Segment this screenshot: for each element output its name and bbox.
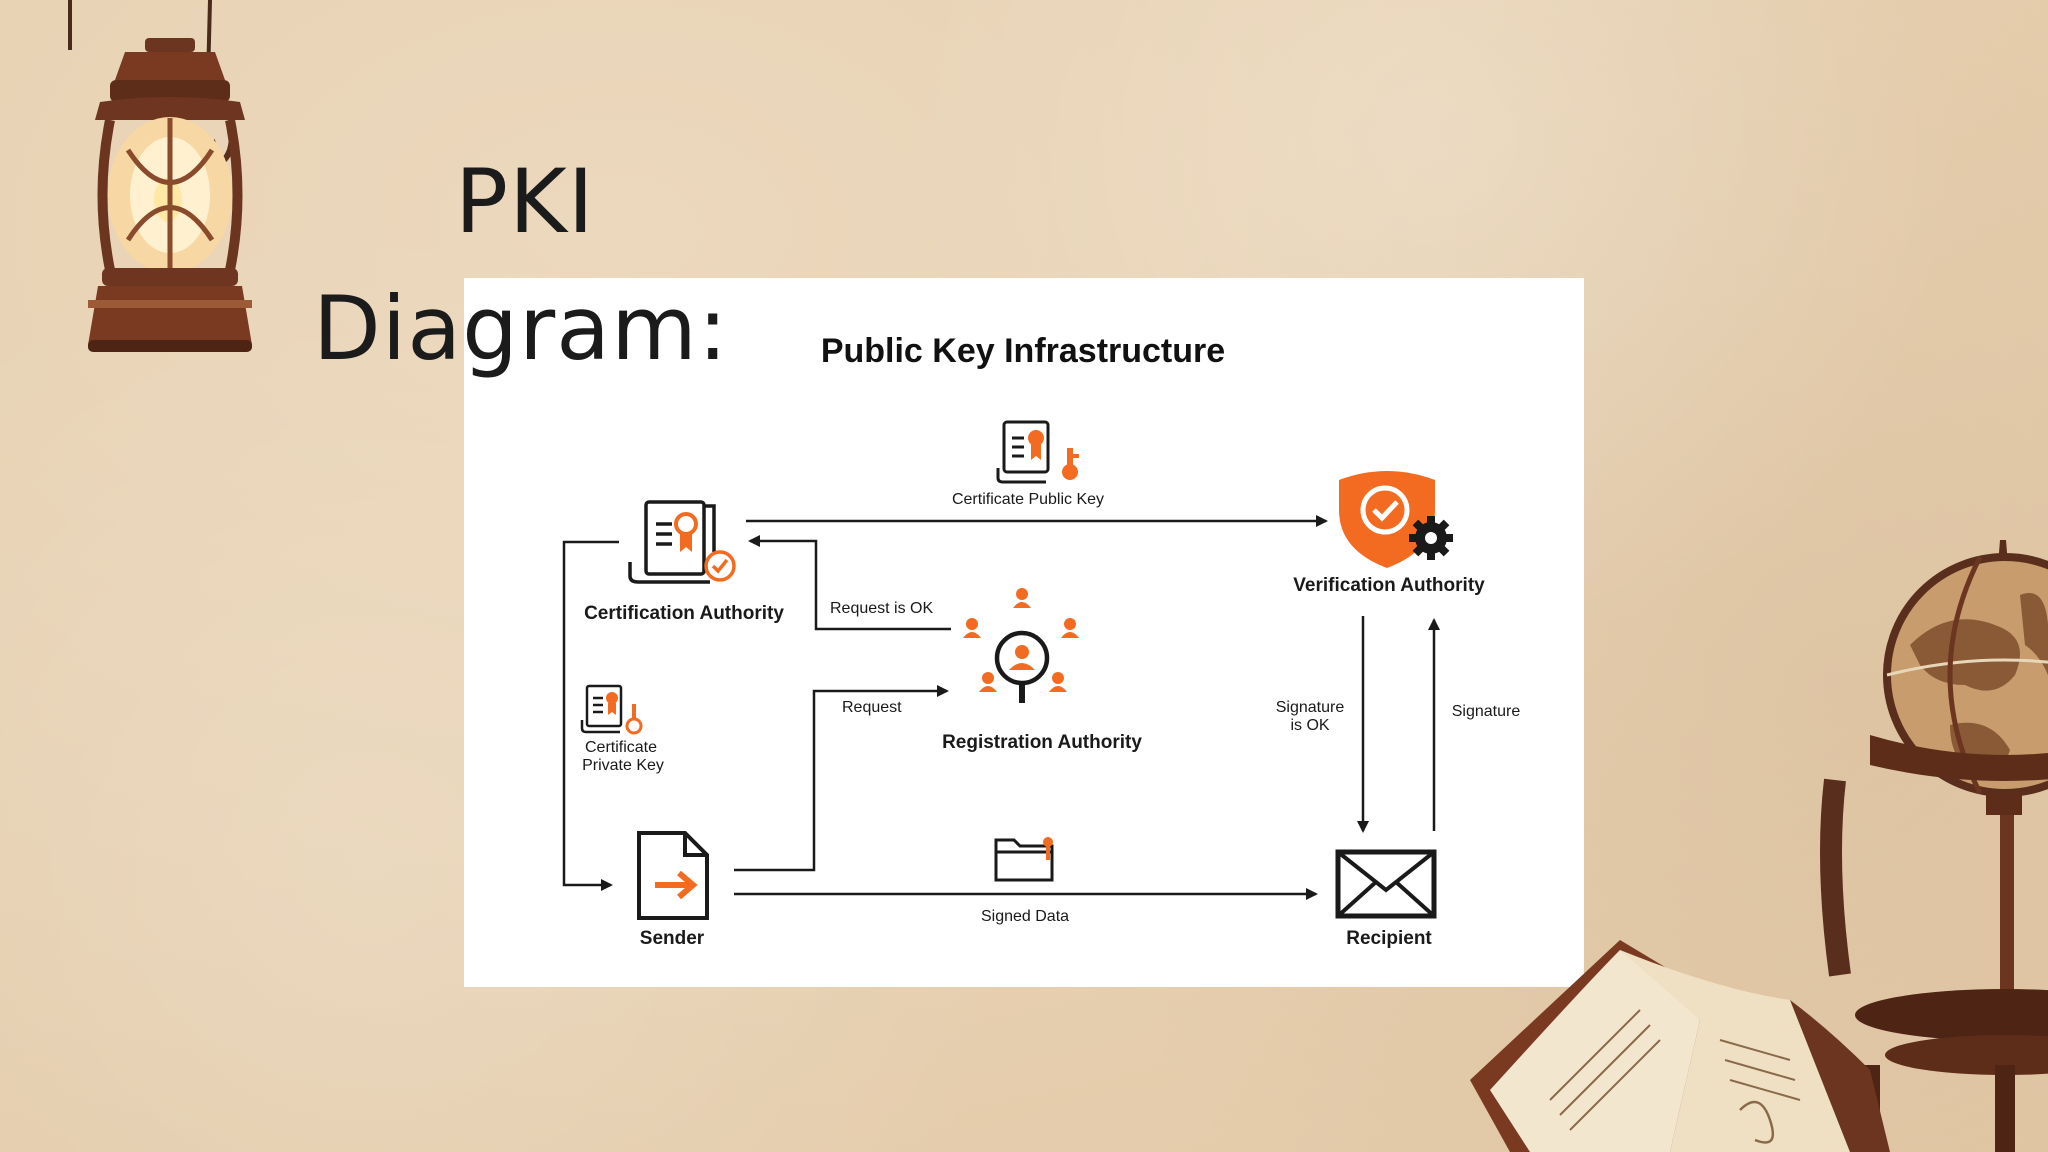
request-label: Request	[842, 699, 902, 716]
sender-label: Sender	[640, 928, 705, 949]
signature-is-ok-label-line2: is OK	[1290, 717, 1329, 734]
certificate-private-key-label-line2: Private Key	[582, 757, 664, 774]
certification-authority-label: Certification Authority	[584, 603, 784, 624]
lantern-illustration	[68, 0, 252, 352]
pki-diagram: Public Key Infrastructure Certificate Pu…	[562, 332, 1521, 949]
certificate-private-key-icon	[580, 684, 643, 735]
request-is-ok-label: Request is OK	[830, 600, 933, 617]
sender-icon	[637, 831, 709, 920]
certificate-public-key-label: Certificate Public Key	[952, 491, 1104, 508]
verification-authority-icon	[1339, 471, 1453, 568]
signature-is-ok-label-line1: Signature	[1276, 699, 1345, 716]
open-book-illustration	[1470, 940, 1890, 1152]
pki-diagram-panel: Public Key Infrastructure Certificate Pu…	[464, 278, 1584, 987]
signed-data-label: Signed Data	[981, 908, 1069, 925]
slide-title-line-2: Diagram:	[313, 277, 729, 380]
slide-title-line-1: PKI	[455, 150, 595, 253]
arrow-ra-to-ca	[748, 535, 951, 631]
certificate-private-key-label-line1: Certificate	[585, 739, 657, 756]
diagram-heading: Public Key Infrastructure	[821, 332, 1225, 370]
signature-label: Signature	[1452, 703, 1521, 720]
recipient-envelope-icon	[1335, 849, 1437, 919]
globe-illustration	[1820, 540, 2048, 1152]
verification-authority-label: Verification Authority	[1293, 575, 1485, 596]
registration-authority-icon	[963, 588, 1079, 703]
certification-authority-icon	[628, 500, 736, 584]
recipient-label: Recipient	[1346, 928, 1432, 949]
registration-authority-label: Registration Authority	[942, 732, 1142, 753]
arrow-ca-to-sender	[562, 540, 619, 891]
certificate-public-key-icon	[996, 420, 1079, 484]
signed-data-folder-icon	[994, 837, 1054, 882]
arrow-sender-to-ra	[734, 685, 949, 872]
